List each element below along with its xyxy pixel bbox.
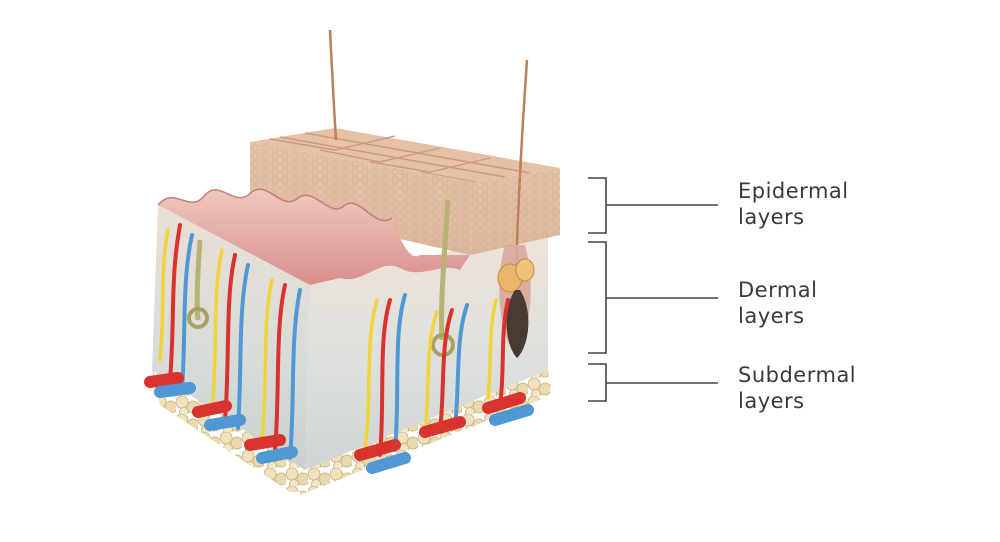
subdermal-bracket: [588, 363, 718, 402]
blood-vessels: [144, 223, 534, 474]
dermal-layers-label: Dermal layers: [738, 277, 818, 329]
dermal-bracket: [588, 241, 718, 354]
dermis-left-side: [152, 205, 310, 470]
sweat-gland-right: [439, 199, 451, 341]
epidermis-top: [250, 128, 560, 182]
epidermal-label-line2: layers: [738, 205, 805, 229]
subdermal-label-line1: Subdermal: [738, 363, 857, 387]
dermis-front-side: [305, 228, 548, 470]
subdermal-layers-label: Subdermal layers: [738, 362, 856, 414]
dermal-label-line1: Dermal: [738, 278, 818, 302]
epidermal-layers-label: Epidermal layers: [738, 178, 849, 230]
hair-shaft-left: [328, 29, 338, 141]
hair-bulb: [506, 290, 529, 358]
dermal-papillae-surface: [158, 189, 470, 285]
sweat-gland-left: [194, 239, 203, 321]
epidermal-label-line1: Epidermal: [738, 179, 849, 203]
epidermal-bracket: [588, 177, 718, 234]
dermal-label-line2: layers: [738, 304, 805, 328]
subdermal-label-line2: layers: [738, 389, 805, 413]
